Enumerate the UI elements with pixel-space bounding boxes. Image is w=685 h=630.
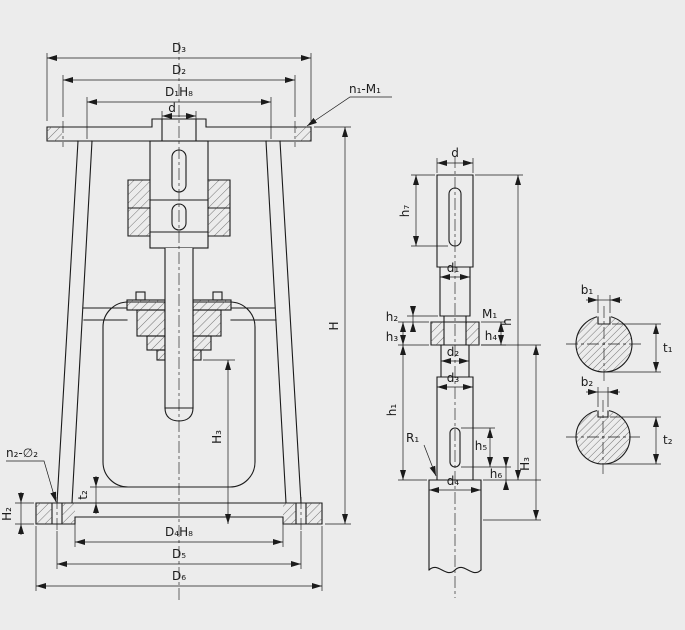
dim-b1: b₁ — [581, 283, 622, 313]
callout-label-n2-phi2: n₂-∅₂ — [6, 446, 38, 460]
dim-label-d4: d₄ — [447, 474, 460, 488]
dim-H: H — [314, 126, 351, 525]
shaft-detail-view: d h₇ d₁ h₂ h₃ M₁ h₄ — [385, 146, 541, 598]
keyway-section-upper: b₁ t₁ — [566, 283, 673, 382]
dim-label-h3: h₃ — [386, 330, 399, 344]
dim-h: h — [475, 174, 541, 481]
dim-label-H2: H₂ — [0, 507, 14, 521]
dim-label-H: H — [327, 321, 341, 330]
label-M1: M₁ — [482, 307, 497, 321]
dim-label-H3-shaft: H₃ — [518, 457, 532, 471]
dim-label-h5: h₅ — [475, 439, 488, 453]
dim-b2: b₂ — [581, 375, 620, 407]
dim-H3-shaft: H₃ — [481, 344, 541, 521]
dim-label-t2-housing: t₂ — [76, 490, 90, 500]
dim-label-d3: d₃ — [447, 371, 460, 385]
upper-section-centerlines — [566, 306, 642, 382]
dim-label-M1: M₁ — [482, 307, 497, 321]
dim-h6: h₆ — [490, 457, 509, 490]
callout-n1-M1: n₁-M₁ — [306, 82, 392, 127]
dim-t2-housing: t₂ — [76, 476, 128, 514]
dim-label-b1: b₁ — [581, 283, 594, 297]
dim-label-d2: d₂ — [447, 345, 460, 359]
callout-n2-phi2: n₂-∅₂ — [6, 446, 57, 503]
dim-label-d-bore: d — [168, 101, 176, 115]
dim-t2: t₂ — [606, 416, 673, 465]
dim-label-h7: h₇ — [398, 205, 412, 218]
dim-h2: h₂ — [386, 306, 438, 332]
dim-label-shaft-d: d — [451, 146, 459, 160]
dim-h7: h₇ — [398, 174, 448, 247]
dim-h5: h₅ — [461, 427, 511, 468]
dim-t1: t₁ — [607, 323, 673, 373]
callout-R1: R₁ — [406, 431, 437, 477]
dim-label-t1: t₁ — [663, 341, 673, 355]
dim-label-h2: h₂ — [386, 310, 399, 324]
dim-h1: h₁ — [385, 345, 427, 481]
dim-label-b2: b₂ — [581, 375, 594, 389]
callout-label-n1-M1: n₁-M₁ — [349, 82, 381, 96]
dim-label-d1: d₁ — [447, 261, 460, 275]
dim-H3-housing: H₃ — [203, 359, 235, 524]
dim-label-H3-housing: H₃ — [210, 430, 224, 444]
dim-label-h: h — [500, 318, 514, 326]
dim-label-R1: R₁ — [406, 431, 419, 445]
keyway-section-lower: b₂ t₂ — [566, 375, 673, 474]
dim-label-h4: h₄ — [485, 329, 498, 343]
dim-H2: H₂ — [0, 492, 34, 535]
dim-D3: D₃ — [46, 41, 312, 121]
dim-label-t2: t₂ — [663, 433, 673, 447]
lower-section-centerlines — [566, 400, 640, 474]
dim-h4: h₄ — [481, 321, 506, 346]
dim-label-h6: h₆ — [490, 467, 503, 481]
upper-keyway-slot — [448, 187, 462, 247]
housing-section-view: D₃ D₂ D₁H₈ d n₁-M₁ H H₃ — [0, 41, 392, 600]
dim-D6: D₆ — [35, 526, 323, 591]
dim-label-h1: h₁ — [385, 404, 399, 417]
dim-d4: d₄ — [429, 474, 481, 493]
